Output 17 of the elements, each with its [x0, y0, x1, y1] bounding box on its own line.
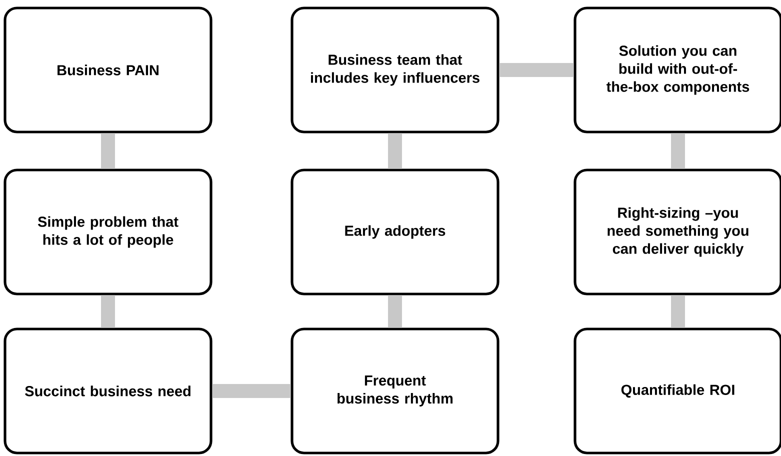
text-box: Succinct business need	[4, 328, 212, 454]
connector-bar	[671, 295, 685, 328]
connector-bar	[388, 133, 402, 169]
text-box: Solution you can build with out-of-the-box components	[574, 6, 781, 134]
text-box: Early adopters	[290, 168, 500, 296]
connector-bar	[499, 63, 574, 77]
connector-bar	[388, 295, 402, 328]
text-box: Business team that includes key influencers	[290, 6, 500, 134]
text-box: Frequent business rhythm	[290, 328, 500, 454]
text-box: Quantifiable ROI	[574, 328, 781, 454]
text-box: Right-sizing –you need something you can deliver quickly	[574, 168, 781, 296]
connector-bar	[101, 295, 115, 328]
text-box: Simple problem that hits a lot of people	[4, 168, 212, 296]
connector-bar	[212, 384, 291, 398]
connector-bar	[101, 133, 115, 169]
text-box: Business PAIN	[4, 6, 212, 134]
connector-bar	[671, 133, 685, 169]
